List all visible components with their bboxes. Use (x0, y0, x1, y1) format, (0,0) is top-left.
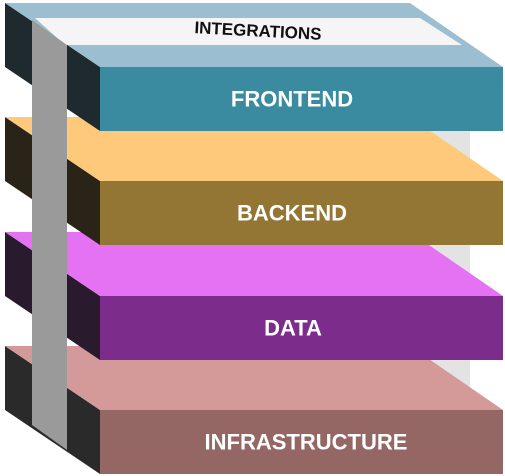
layer-data-label: DATA (264, 316, 322, 341)
layer-backend: BACKEND (5, 117, 503, 245)
layer-data: DATA (5, 232, 503, 360)
layer-frontend-front (100, 67, 503, 131)
integration-pillar-face (32, 20, 67, 450)
layer-integrations: INTEGRATIONS (35, 18, 462, 45)
layer-frontend-label: FRONTEND (231, 87, 353, 112)
integration-pillar (32, 20, 67, 450)
layer-infrastructure-front (100, 410, 503, 474)
layer-backend-front (100, 181, 503, 245)
layer-infrastructure-top (5, 346, 503, 410)
layer-data-top (5, 232, 503, 296)
layer-data-front (100, 296, 503, 360)
layer-integrations-face (35, 18, 462, 45)
layer-backend-label: BACKEND (237, 201, 347, 226)
layer-infrastructure: INFRASTRUCTURE (5, 346, 503, 474)
layer-infrastructure-label: INFRASTRUCTURE (205, 430, 408, 455)
layer-backend-top (5, 117, 503, 181)
